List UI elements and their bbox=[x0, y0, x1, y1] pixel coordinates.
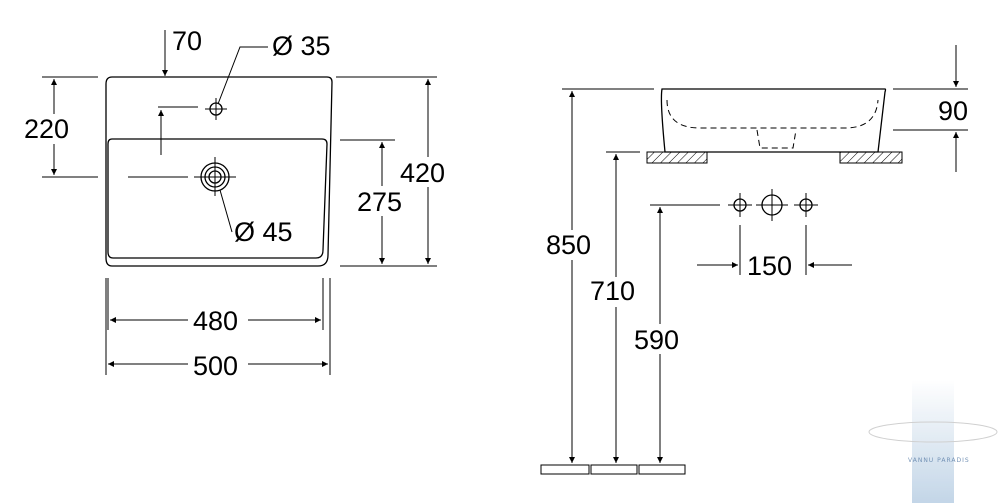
svg-text:VANNU PARADIS: VANNU PARADIS bbox=[908, 457, 970, 464]
dim-total-depth: 420 bbox=[400, 158, 445, 188]
floor-block-2 bbox=[590, 464, 638, 475]
dim-tap-spacing: 150 bbox=[747, 251, 792, 281]
bowl-outline bbox=[107, 138, 328, 259]
tap-center-icon bbox=[756, 189, 788, 221]
watermark-logo: VANNU PARADIS bbox=[868, 380, 998, 503]
side-view: 90 850 710 590 bbox=[540, 45, 968, 475]
top-view: 70 Ø 35 Ø 45 220 275 420 bbox=[20, 26, 456, 381]
dim-counter-height: 710 bbox=[590, 276, 635, 306]
basin-outline bbox=[105, 76, 333, 267]
dim-top-height: 850 bbox=[546, 230, 591, 260]
tap-right-icon bbox=[794, 193, 818, 217]
floor-block-1 bbox=[540, 464, 590, 475]
dim-inner-width: 480 bbox=[193, 306, 238, 336]
tap-hole-icon bbox=[205, 98, 227, 120]
tap-left-icon bbox=[728, 193, 752, 217]
bowl-hidden-line bbox=[666, 99, 879, 129]
drain-icon bbox=[194, 157, 236, 196]
dim-drain: Ø 45 bbox=[234, 217, 293, 247]
dim-tap-offset: 70 bbox=[172, 26, 202, 56]
floor-block-3 bbox=[638, 464, 686, 475]
dim-tap-hole: Ø 35 bbox=[272, 31, 331, 61]
dim-basin-height: 90 bbox=[938, 96, 968, 126]
dim-total-width: 500 bbox=[193, 351, 238, 381]
dim-outlet-height: 590 bbox=[634, 325, 679, 355]
dim-tap-depth: 220 bbox=[24, 114, 69, 144]
countertop-right bbox=[839, 151, 903, 164]
basin-profile bbox=[660, 88, 887, 153]
countertop-left bbox=[646, 151, 708, 164]
dim-bowl-depth: 275 bbox=[357, 187, 402, 217]
